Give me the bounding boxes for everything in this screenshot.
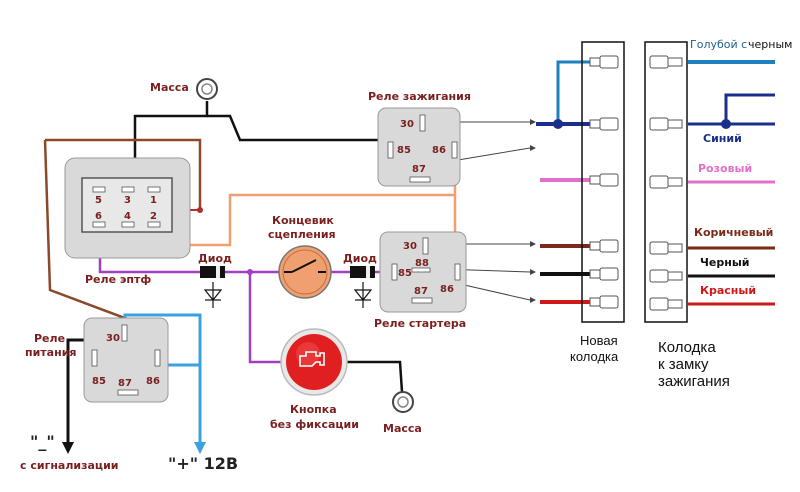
pin-label: 1 [150,195,157,206]
ground-label-top: Масса [150,81,189,94]
pin-label: 5 [95,195,102,206]
new-block-terminals [589,55,619,309]
brown-wire-top [45,138,202,210]
wire-label-brown: Коричневый [694,226,773,239]
diode-right-label: Диод [343,252,377,265]
junction-dot [721,119,731,129]
pin-label: 6 [95,211,102,222]
pin-label: 4 [124,211,131,222]
pin-label: 30 [403,241,417,252]
ignition-block-terminals [649,55,683,311]
ignition-relay-title: Реле зажигания [368,90,471,103]
diode-left-icon [200,266,225,308]
ground-ring-icon [392,391,414,413]
pin-label: 85 [398,268,412,279]
clutch-switch-label-line1: Концевик [272,214,334,227]
clutch-switch-icon [278,245,332,299]
pin-label: 30 [400,119,414,130]
wire-label-pink: Розовый [698,162,752,175]
pin-label: 88 [415,258,429,269]
starter-relay: 30 85 88 86 87 [379,231,467,313]
power-relay-title-line1: Реле [34,332,65,345]
pin-label: 2 [150,211,157,222]
pin-label: 3 [124,195,131,206]
button-label-line2: без фиксации [270,418,359,431]
wire-blue-black-new [556,60,590,124]
pin-label: 85 [397,145,411,156]
eptf-relay: 5 3 1 6 4 2 [64,157,191,259]
arrow-down [194,442,206,454]
ground-label-bottom: Масса [383,422,422,435]
ground-wire-top-branch [207,114,392,156]
engine-button-icon [280,328,348,396]
diode-right-icon [350,266,375,308]
ignition-block-caption-line3: зажигания [658,373,730,390]
button-label-line1: Кнопка [290,403,337,416]
pin-label: 85 [92,376,106,387]
ignition-relay: 30 85 86 87 [377,107,461,187]
wire-blue-ign-up [724,93,775,124]
eptf-relay-title: Реле эптф [85,273,151,286]
clutch-switch-label-line2: сцепления [268,228,336,241]
new-connector-block [581,41,625,323]
pin-label: 86 [432,145,446,156]
arrow-down [62,442,74,454]
ignition-block-caption-line2: к замку [658,356,709,373]
ignition-block-caption-line1: Колодка [658,339,716,356]
junction-dot [247,269,253,275]
wire-label-blue: Синий [703,132,742,145]
plus-label: "+" 12В [168,454,238,473]
pin-label: 87 [118,378,132,389]
power-relay-title-line2: питания [25,346,76,359]
purple-wire-button [248,272,285,364]
starter-relay-title: Реле стартера [374,317,466,330]
pin-label: 30 [106,333,120,344]
wire-label-blue-black-part1: Голубой с [690,38,747,51]
new-block-caption-line1: Новая [580,333,618,348]
power-relay: 30 85 87 86 [83,317,169,403]
new-block-caption-line2: колодка [570,349,619,364]
ground-wire-top [133,101,209,190]
wire-label-blue-black-part2: черным [748,38,792,51]
wire-label-red: Красный [700,284,756,297]
pin-label: 86 [440,284,454,295]
button-ground-wire [345,360,404,393]
pin-label: 87 [412,164,426,175]
junction-dot [553,119,563,129]
wire-label-black: Черный [700,256,749,269]
minus-caption: с сигнализации [20,459,119,472]
ignition-connector-block [644,41,688,323]
pin-label: 87 [414,286,428,297]
diode-left-label: Диод [198,252,232,265]
minus-label: "_" [30,432,55,451]
ground-ring-icon [196,78,218,100]
pin-label: 86 [146,376,160,387]
